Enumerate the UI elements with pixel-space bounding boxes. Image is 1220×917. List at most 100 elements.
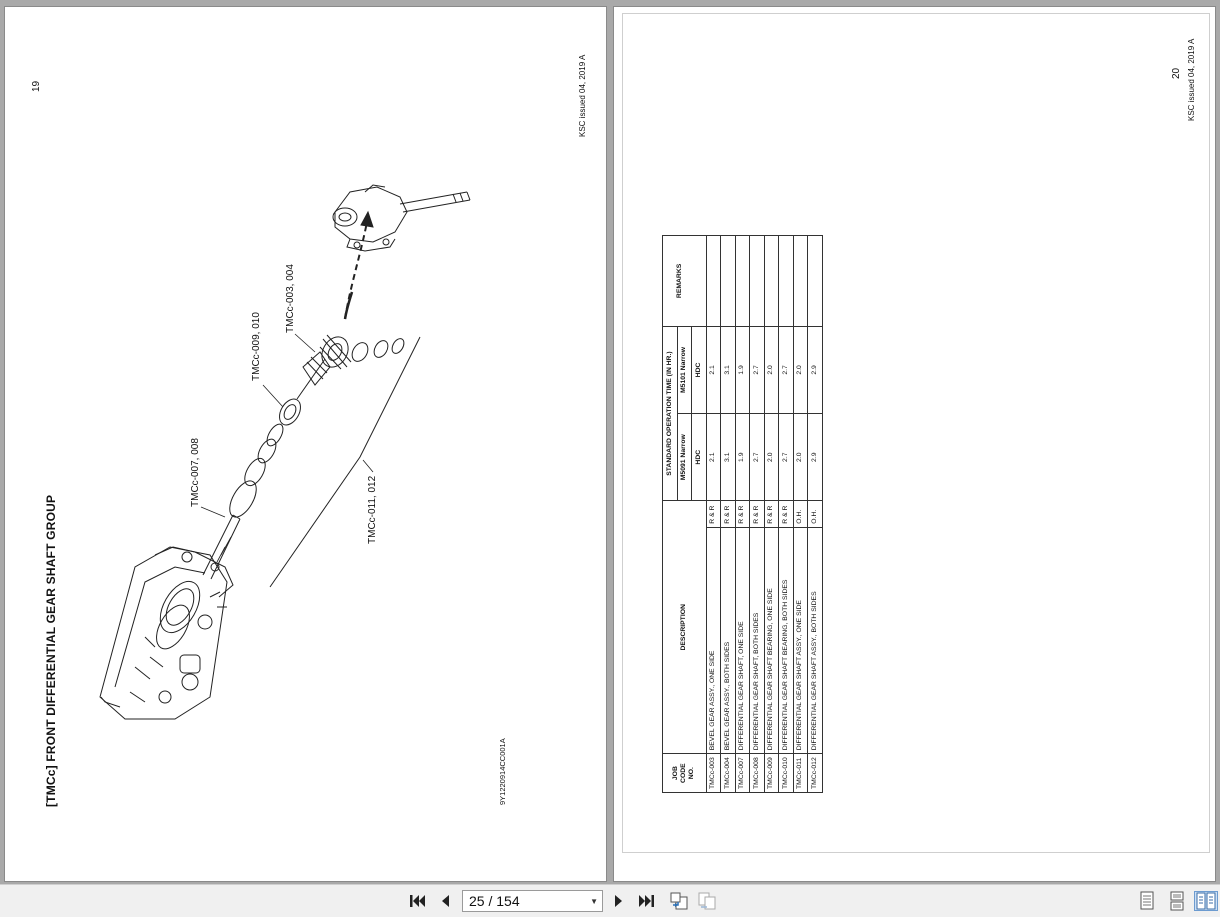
exploded-diagram: [99, 184, 471, 720]
viewer-toolbar: 25 / 154 ▼: [0, 884, 1220, 917]
time-cell: 1.9: [735, 326, 750, 414]
type-cell: O.H.: [807, 500, 822, 528]
description-cell: BEVEL GEAR ASSY., BOTH SIDES: [720, 527, 735, 754]
remarks-cell: [749, 235, 764, 327]
description-cell: BEVEL GEAR ASSY., ONE SIDE: [706, 527, 721, 754]
table-row: TMCc-009 DIFFERENTIAL GEAR SHAFT BEARING…: [764, 235, 779, 793]
gear-housing: [99, 546, 234, 720]
next-page-button[interactable]: [608, 891, 630, 911]
time-cell: 2.1: [706, 326, 721, 414]
hdc2-header: HDC: [691, 326, 706, 414]
bevel-pinion: [302, 351, 331, 386]
callout-tmcc-007-008: TMCc-007, 008: [190, 438, 201, 507]
remarks-cell: [793, 235, 808, 327]
table-row: TMCc-011 DIFFERENTIAL GEAR SHAFT ASSY., …: [793, 235, 808, 793]
job-code-header: JOB CODE NO.: [662, 753, 706, 793]
time-cell: 2.7: [778, 326, 793, 414]
type-cell: O.H.: [793, 500, 808, 528]
type-cell: R & R: [706, 500, 721, 528]
time-cell: 2.9: [807, 326, 822, 414]
issue-label: KSC issued 04, 2019 A: [1187, 38, 1196, 121]
job-code-cell: TMCc-003: [706, 753, 721, 793]
description-cell: DIFFERENTIAL GEAR SHAFT, BOTH SIDES: [749, 527, 764, 754]
last-page-icon: [639, 895, 654, 907]
single-page-view-icon: [1140, 891, 1154, 910]
job-code-cell: TMCc-011: [793, 753, 808, 793]
remarks-cell: [720, 235, 735, 327]
previous-page-button[interactable]: [434, 891, 456, 911]
page-number: 20: [1171, 67, 1182, 79]
type-cell: R & R: [720, 500, 735, 528]
bearing: [279, 398, 301, 426]
description-cell: DIFFERENTIAL GEAR SHAFT BEARING, ONE SID…: [764, 527, 779, 754]
previous-page-icon: [442, 895, 449, 907]
remarks-cell: [735, 235, 750, 327]
snap-ring: [229, 480, 257, 518]
remarks-cell: [778, 235, 793, 327]
remarks-cell: [706, 235, 721, 327]
description-cell: DIFFERENTIAL GEAR SHAFT BEARING, BOTH SI…: [778, 527, 793, 754]
left-page[interactable]: 19 KSC issued 04, 2019 A [TMCc] FRONT DI…: [4, 6, 607, 882]
time-cell: 2.1: [706, 413, 721, 501]
facing-view-button[interactable]: [1194, 891, 1218, 911]
type-cell: R & R: [735, 500, 750, 528]
job-code-cell: TMCc-010: [778, 753, 793, 793]
model1-header: M5091 Narrow: [677, 413, 692, 501]
time-cell: 3.1: [720, 413, 735, 501]
hdc1-header: HDC: [691, 413, 706, 501]
job-table: JOB CODE NO. DESCRIPTION STANDARD OPERAT…: [662, 235, 823, 793]
table-row: TMCc-004 BEVEL GEAR ASSY., BOTH SIDES R …: [720, 235, 735, 793]
table-row: TMCc-012 DIFFERENTIAL GEAR SHAFT ASSY., …: [807, 235, 822, 793]
job-code-cell: TMCc-004: [720, 753, 735, 793]
two-page-button[interactable]: [696, 891, 718, 911]
job-code-cell: TMCc-009: [764, 753, 779, 793]
remarks-cell: [807, 235, 822, 327]
first-page-button[interactable]: [406, 891, 428, 911]
continuous-view-button[interactable]: [1166, 891, 1188, 911]
description-cell: DIFFERENTIAL GEAR SHAFT ASSY., ONE SIDE: [793, 527, 808, 754]
callout-tmcc-009-010: TMCc-009, 010: [251, 312, 262, 381]
last-page-button[interactable]: [636, 891, 658, 911]
job-code-cell: TMCc-007: [735, 753, 750, 793]
page-frame: [622, 13, 1210, 853]
two-page-icon: [698, 892, 716, 910]
description-cell: DIFFERENTIAL GEAR SHAFT ASSY., BOTH SIDE…: [807, 527, 822, 754]
time-cell: 2.0: [764, 413, 779, 501]
time-cell: 3.1: [720, 326, 735, 414]
type-cell: R & R: [764, 500, 779, 528]
time-cell: 2.7: [749, 413, 764, 501]
time-cell: 2.0: [793, 326, 808, 414]
page-indicator: 25 / 154: [469, 893, 520, 909]
chevron-down-icon[interactable]: ▼: [590, 897, 598, 906]
time-cell: 2.0: [764, 326, 779, 414]
callout-bracket: [269, 336, 421, 588]
right-page[interactable]: 20 KSC issued 04, 2019 A: [613, 6, 1216, 882]
callout-tmcc-011-012: TMCc-011, 012: [367, 475, 378, 544]
time-cell: 2.9: [807, 413, 822, 501]
next-page-icon: [615, 895, 622, 907]
continuous-view-icon: [1170, 891, 1184, 911]
remarks-header: REMARKS: [662, 235, 706, 327]
type-cell: R & R: [749, 500, 764, 528]
bevel-gear: [319, 334, 352, 370]
table-row: TMCc-008 DIFFERENTIAL GEAR SHAFT, BOTH S…: [749, 235, 764, 793]
time-cell: 2.7: [749, 326, 764, 414]
table-row: TMCc-007 DIFFERENTIAL GEAR SHAFT, ONE SI…: [735, 235, 750, 793]
description-header: DESCRIPTION: [662, 500, 706, 754]
description-cell: DIFFERENTIAL GEAR SHAFT, ONE SIDE: [735, 527, 750, 754]
model2-header: M5101 Narrow: [677, 326, 692, 414]
table-row: TMCc-010 DIFFERENTIAL GEAR SHAFT BEARING…: [778, 235, 793, 793]
remarks-cell: [764, 235, 779, 327]
fit-page-button[interactable]: [668, 891, 690, 911]
time-cell: 2.7: [778, 413, 793, 501]
fit-page-icon: [670, 892, 688, 910]
job-table-wrapper: JOB CODE NO. DESCRIPTION STANDARD OPERAT…: [662, 235, 823, 793]
time-cell: 2.0: [793, 413, 808, 501]
table-row: TMCc-003 BEVEL GEAR ASSY., ONE SIDE R & …: [706, 235, 721, 793]
gear-shaft: [202, 514, 241, 580]
time-cell: 1.9: [735, 413, 750, 501]
single-page-view-button[interactable]: [1136, 891, 1158, 911]
callout-tmcc-003-004: TMCc-003, 004: [285, 264, 296, 333]
page-number-field[interactable]: 25 / 154 ▼: [462, 890, 603, 912]
job-code-cell: TMCc-012: [807, 753, 822, 793]
